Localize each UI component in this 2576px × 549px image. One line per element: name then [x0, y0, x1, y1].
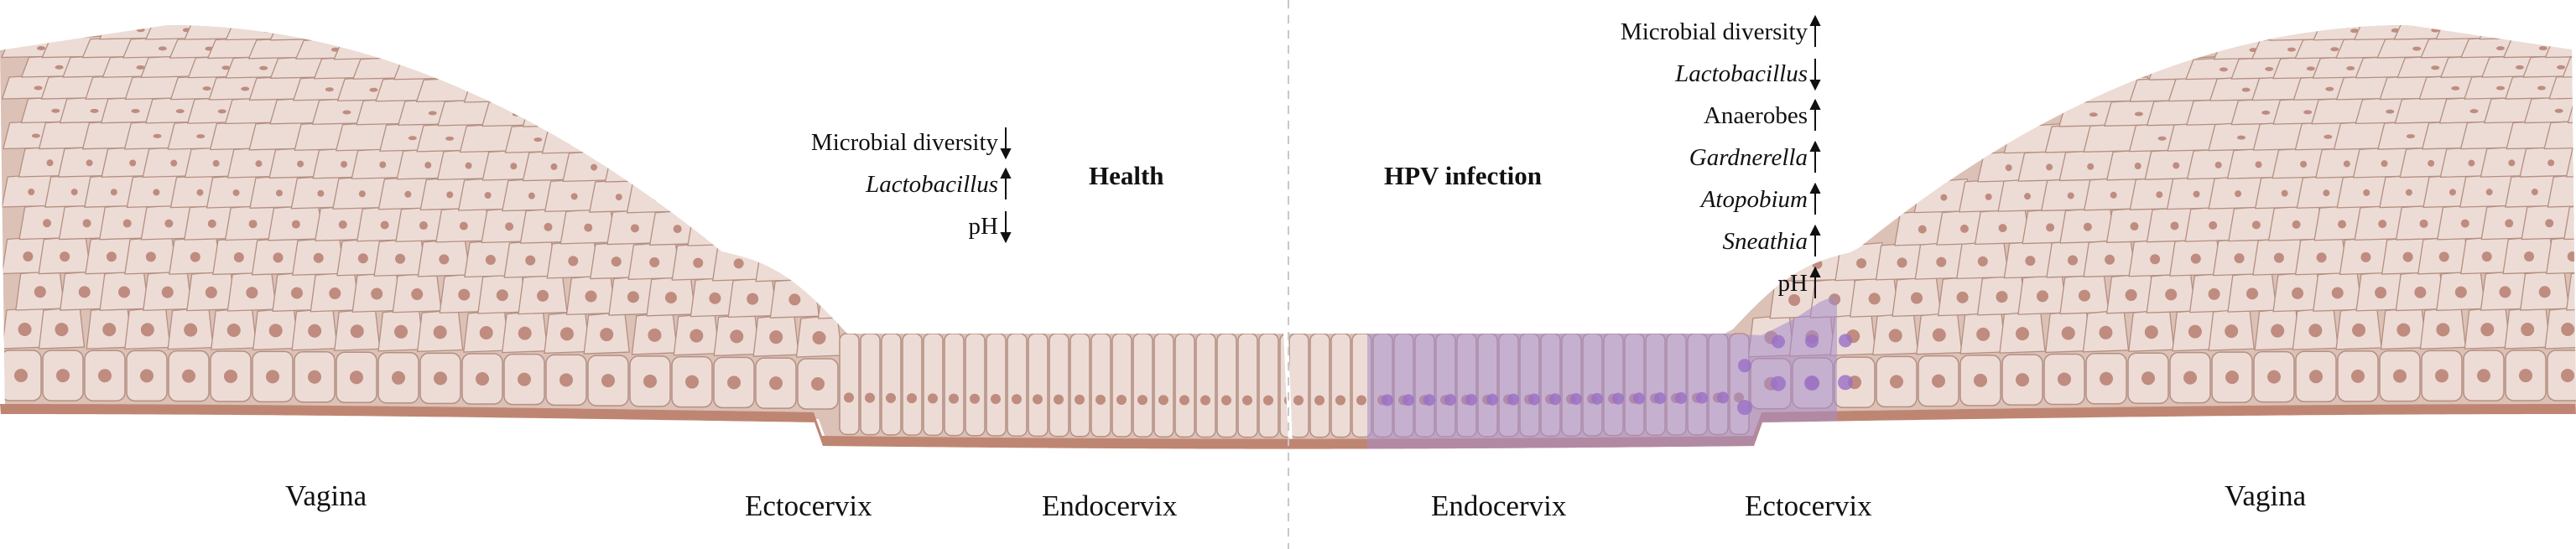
infected-region: [1367, 295, 1837, 449]
marker-label: Lactobacillus: [1675, 60, 1808, 87]
marker-label: Lactobacillus: [866, 170, 998, 198]
hpv-marker-atopobium: Atopobium: [1701, 183, 1821, 216]
health-marker-lactobacillus: Lactobacillus: [866, 168, 1012, 201]
arrow-up-icon: [1809, 225, 1821, 256]
marker-label: Microbial diversity: [1620, 18, 1808, 45]
arrow-up-icon: [1809, 183, 1821, 215]
marker-label: pH: [1777, 269, 1808, 297]
hpv-marker-anaerobes: Anaerobes: [1704, 99, 1821, 132]
region-label-right-endocervix: Endocervix: [1431, 489, 1567, 522]
arrow-up-icon: [1000, 168, 1012, 199]
arrow-down-icon: [1809, 59, 1821, 91]
hpv-marker-ph: pH: [1778, 267, 1821, 300]
arrow-up-icon: [1809, 141, 1821, 173]
marker-label: Microbial diversity: [810, 128, 998, 156]
marker-label: Sneathia: [1722, 227, 1808, 255]
basement-membrane: [0, 404, 2576, 449]
arrow-down-icon: [1000, 211, 1012, 243]
hpv-infection-title: HPV infection: [1384, 161, 1542, 190]
arrow-up-icon: [1809, 15, 1821, 47]
health-marker-microbial-diversity: Microbial diversity: [811, 126, 1012, 159]
infection-overlay: [1367, 295, 1853, 449]
region-label-left-ectocervix: Ectocervix: [745, 489, 872, 522]
marker-label: Anaerobes: [1703, 101, 1808, 129]
marker-label: Gardnerella: [1689, 143, 1808, 171]
health-title: Health: [1089, 161, 1164, 190]
marker-label: Atopobium: [1700, 185, 1808, 213]
region-label-left-endocervix: Endocervix: [1042, 489, 1178, 522]
arrow-down-icon: [1000, 127, 1012, 159]
region-label-right-vagina: Vagina: [2225, 479, 2307, 512]
health-marker-ph: pH: [969, 210, 1012, 243]
region-label-right-ectocervix: Ectocervix: [1745, 489, 1872, 522]
hpv-marker-microbial-diversity: Microbial diversity: [1621, 15, 1821, 49]
hpv-marker-sneathia: Sneathia: [1723, 225, 1822, 258]
arrow-up-icon: [1809, 99, 1821, 131]
hpv-marker-gardnerella: Gardnerella: [1689, 141, 1821, 174]
arrow-up-icon: [1809, 267, 1821, 298]
marker-label: pH: [968, 212, 998, 240]
hpv-marker-lactobacillus: Lactobacillus: [1675, 57, 1821, 91]
region-label-left-vagina: Vagina: [285, 479, 367, 512]
